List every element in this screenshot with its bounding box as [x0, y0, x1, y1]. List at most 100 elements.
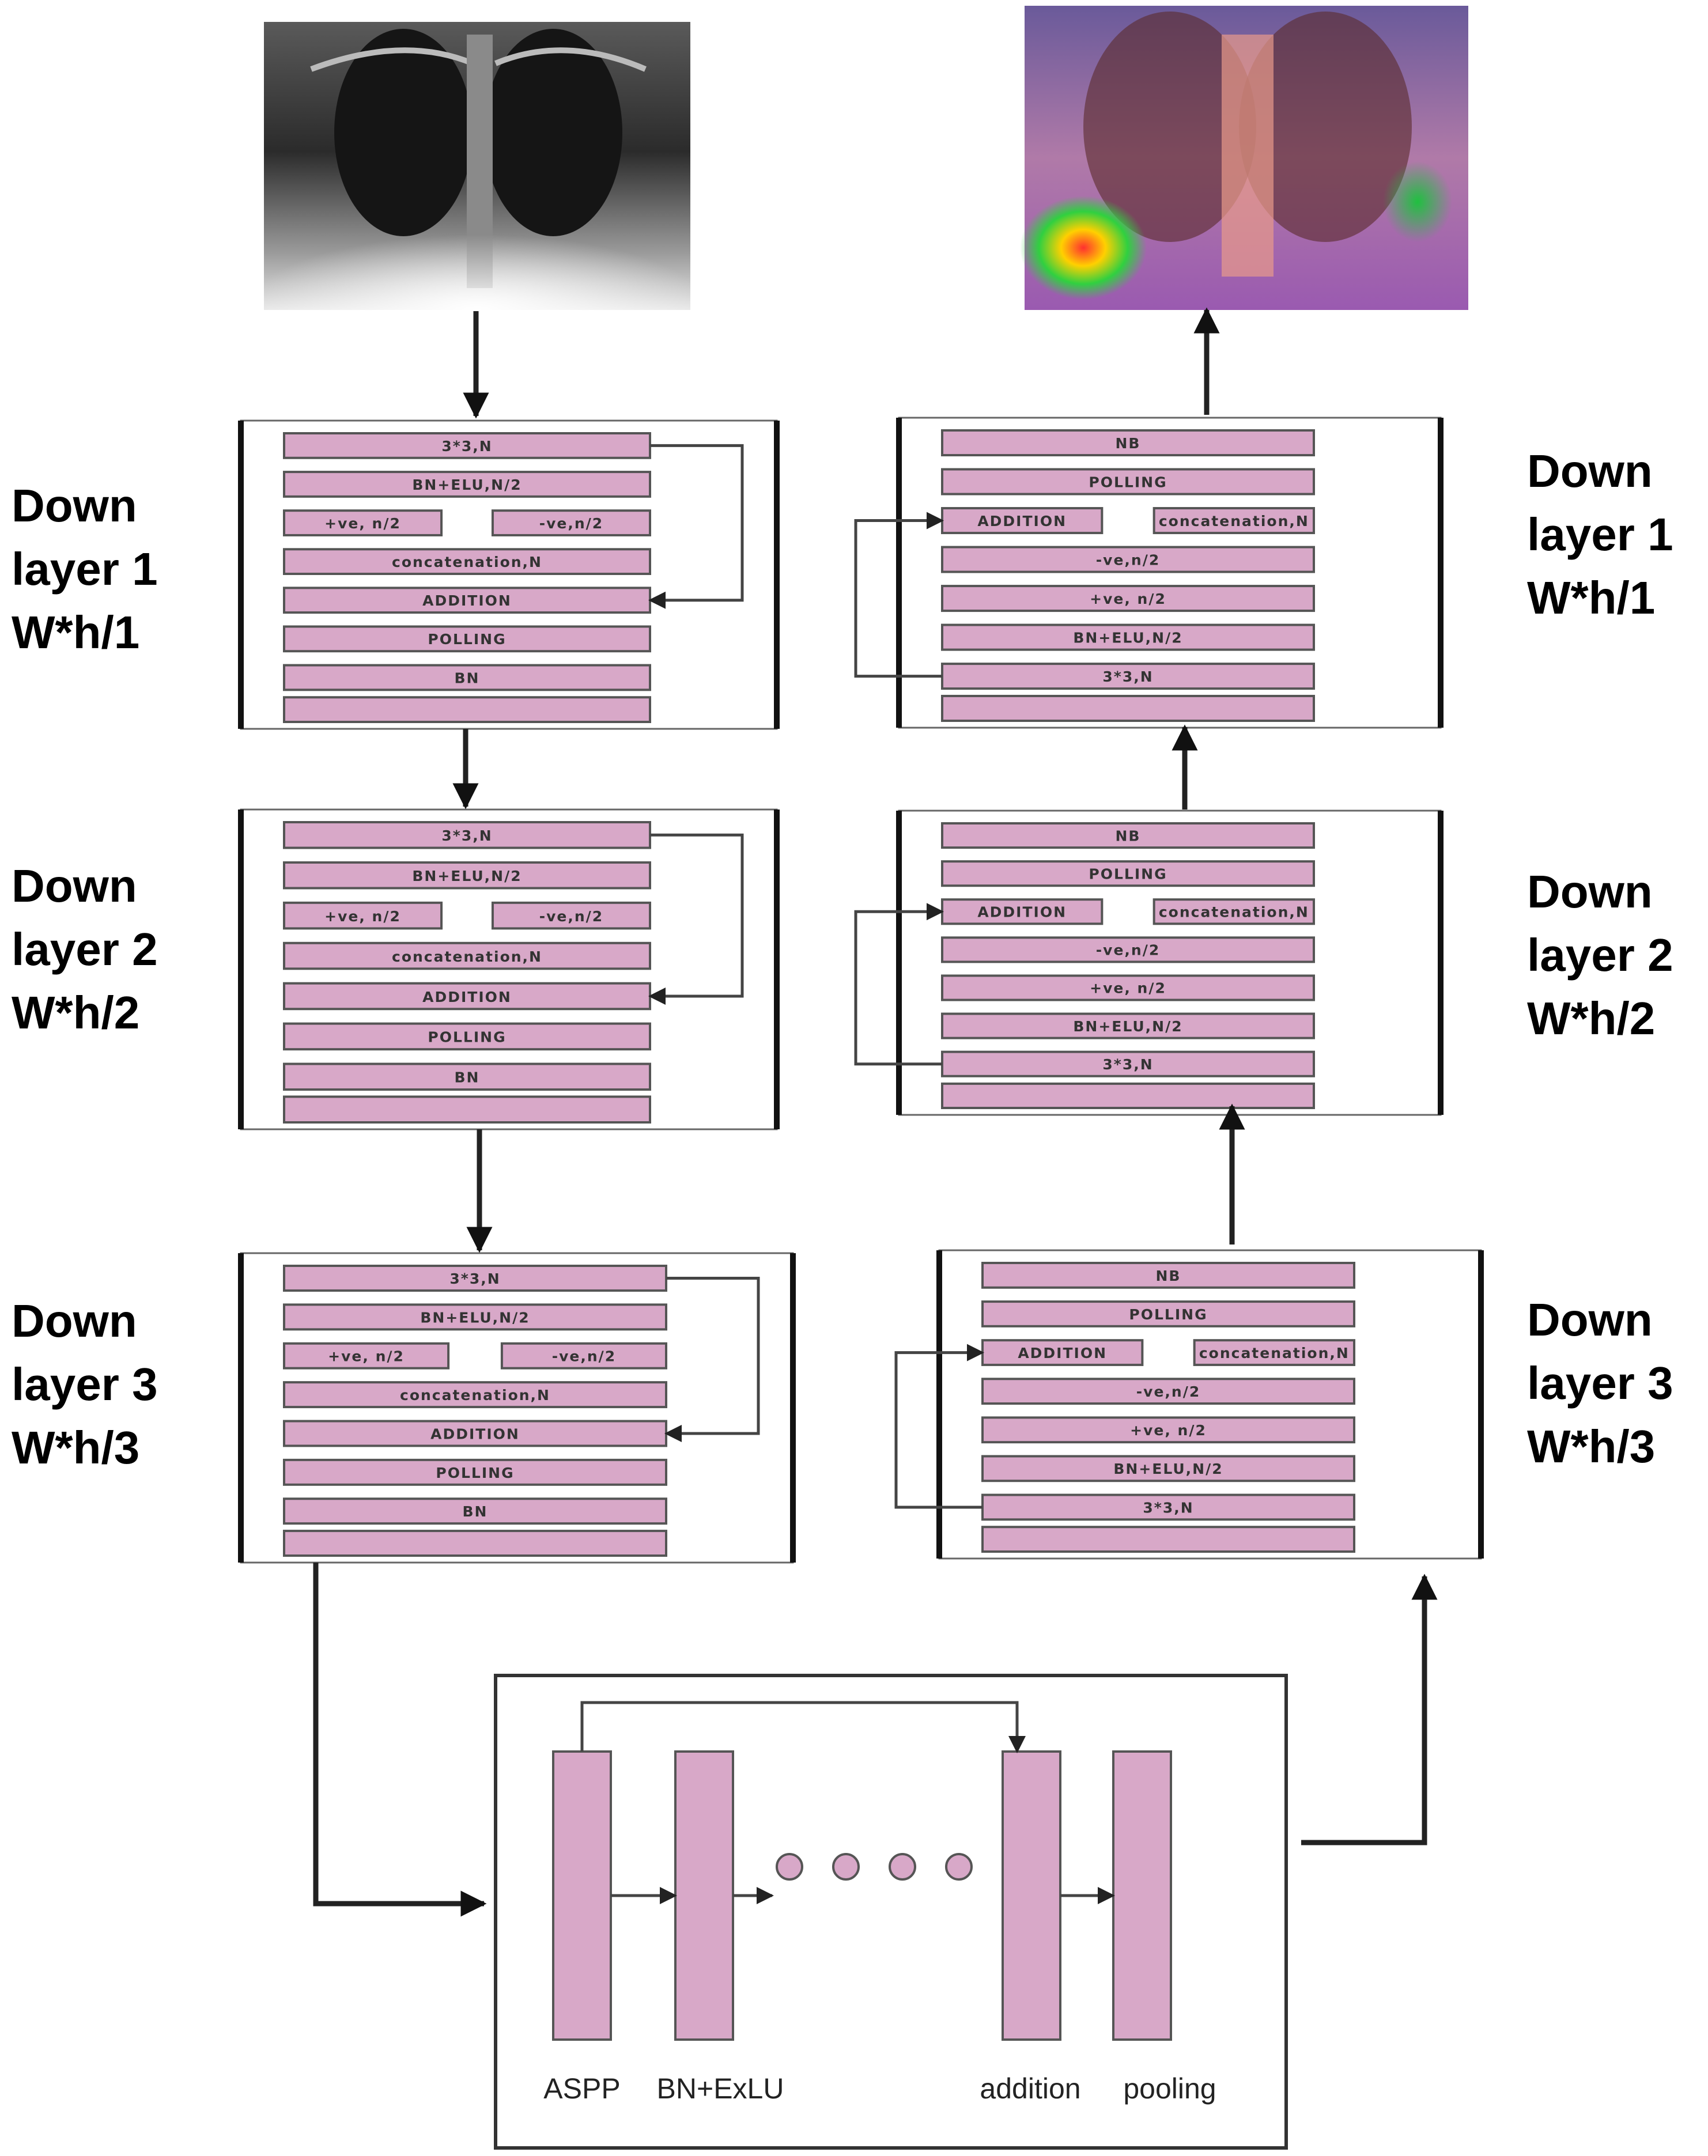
layer-block	[283, 587, 651, 614]
layer-block	[1152, 898, 1316, 925]
layer-block	[981, 1262, 1355, 1289]
label-line: W*h/3	[12, 1422, 139, 1473]
layer-block	[941, 898, 1104, 925]
layer-block	[981, 1416, 1355, 1444]
layer-block-text: concatenation,N	[392, 948, 542, 965]
layer-block	[283, 471, 651, 498]
label-line: Down	[12, 480, 137, 531]
layer-block-text: BN+ELU,N/2	[412, 476, 522, 493]
layer-block-text: ADDITION	[977, 904, 1067, 921]
layer-block-text: +ve, n/2	[1130, 1422, 1207, 1439]
layer-block-text: POLLING	[428, 1029, 506, 1046]
label-line: Down	[1527, 1294, 1653, 1345]
layer-block	[981, 1339, 1144, 1366]
layer-block	[283, 1530, 667, 1557]
layer-block	[283, 1022, 651, 1051]
layer-block-text: +ve, n/2	[324, 908, 401, 925]
layer-block	[283, 901, 443, 930]
label-line: layer 2	[1527, 929, 1673, 981]
layer-block	[283, 1497, 667, 1525]
layer-block	[941, 623, 1315, 651]
layer-block	[941, 507, 1104, 535]
decoder-layer-3-label: Down layer 3 W*h/3	[1527, 1294, 1673, 1472]
layer-block	[941, 1050, 1315, 1077]
aspp-label: ASPP	[543, 2072, 620, 2105]
layer-block-text: BN	[455, 670, 480, 686]
layer-block	[941, 546, 1315, 573]
layer-block	[981, 1455, 1355, 1482]
layer-block	[941, 663, 1315, 690]
layer-block-text: concatenation,N	[1159, 513, 1309, 529]
layer-block-text: 3*3,N	[1143, 1499, 1193, 1516]
layer-block	[283, 1458, 667, 1486]
label-line: W*h/3	[1527, 1421, 1655, 1472]
label-line: layer 1	[1527, 509, 1673, 560]
heatmap-output-image	[1020, 6, 1468, 310]
layer-block	[491, 901, 651, 930]
layer-block-text: NB	[1116, 435, 1141, 452]
layer-block-text: 3*3,N	[449, 1270, 500, 1287]
layer-block	[941, 860, 1315, 887]
aspp-bar	[552, 1750, 612, 2041]
layer-block	[283, 941, 651, 970]
layer-block-text: concatenation,N	[1159, 904, 1309, 921]
layer-block	[283, 625, 651, 653]
layer-block	[981, 1526, 1355, 1553]
decoder-layer-2-label: Down layer 2 W*h/2	[1527, 866, 1673, 1044]
layer-block	[283, 1381, 667, 1409]
label-line: layer 1	[12, 543, 158, 595]
chest-xray-image	[264, 22, 690, 310]
layer-block	[941, 936, 1315, 963]
encoder-layer-3-label: Down layer 3 W*h/3	[12, 1295, 158, 1473]
layer-block	[283, 696, 651, 723]
layer-block	[283, 1303, 667, 1331]
label-line: Down	[1527, 866, 1653, 917]
label-line: layer 3	[1527, 1357, 1673, 1409]
layer-block-text: NB	[1116, 827, 1141, 844]
layer-block-text: BN+ELU,N/2	[412, 868, 522, 884]
layer-block	[941, 585, 1315, 612]
label-line: Down	[1527, 445, 1653, 497]
layer-block	[941, 1082, 1315, 1110]
layer-block	[491, 509, 651, 536]
layer-block-text: concatenation,N	[1199, 1345, 1350, 1361]
layer-block	[941, 822, 1315, 849]
label-line: layer 3	[12, 1359, 158, 1410]
pooling-label: pooling	[1123, 2072, 1216, 2105]
layer-block-text: concatenation,N	[392, 554, 542, 570]
layer-block-text: ADDITION	[1018, 1345, 1107, 1361]
label-line: W*h/1	[1527, 572, 1655, 623]
layer-block-text: ADDITION	[422, 592, 512, 609]
label-line: layer 2	[12, 924, 158, 975]
label-line: Down	[12, 1295, 137, 1346]
layer-block-text: 3*3,N	[441, 438, 492, 455]
layer-block-text: POLLING	[1129, 1306, 1207, 1323]
encoder-layer-2-label: Down layer 2 W*h/2	[12, 860, 158, 1038]
label-line: W*h/2	[12, 987, 139, 1038]
layer-block	[283, 821, 651, 849]
label-line: W*h/2	[1527, 993, 1655, 1044]
label-line: Down	[12, 860, 137, 911]
layer-block-text: BN+ELU,N/2	[1073, 630, 1182, 646]
layer-block-text: -ve,n/2	[552, 1348, 616, 1365]
layer-block-text: concatenation,N	[400, 1387, 550, 1404]
bottleneck-block: ASPP BN+ExLU addition pooling	[494, 1674, 1288, 2150]
layer-block-text: +ve, n/2	[328, 1348, 405, 1365]
layer-block-text: +ve, n/2	[324, 515, 401, 532]
layer-block-text: BN+ELU,N/2	[420, 1309, 530, 1326]
layer-block-text: +ve, n/2	[1090, 591, 1166, 607]
ellipsis-dot	[889, 1853, 916, 1881]
pooling-bar	[1112, 1750, 1172, 2041]
layer-block	[283, 1265, 667, 1292]
addition-bar	[1002, 1750, 1061, 2041]
addition-label: addition	[980, 2072, 1080, 2105]
layer-block-text: -ve,n/2	[539, 908, 603, 925]
ellipsis-dot	[945, 1853, 973, 1881]
